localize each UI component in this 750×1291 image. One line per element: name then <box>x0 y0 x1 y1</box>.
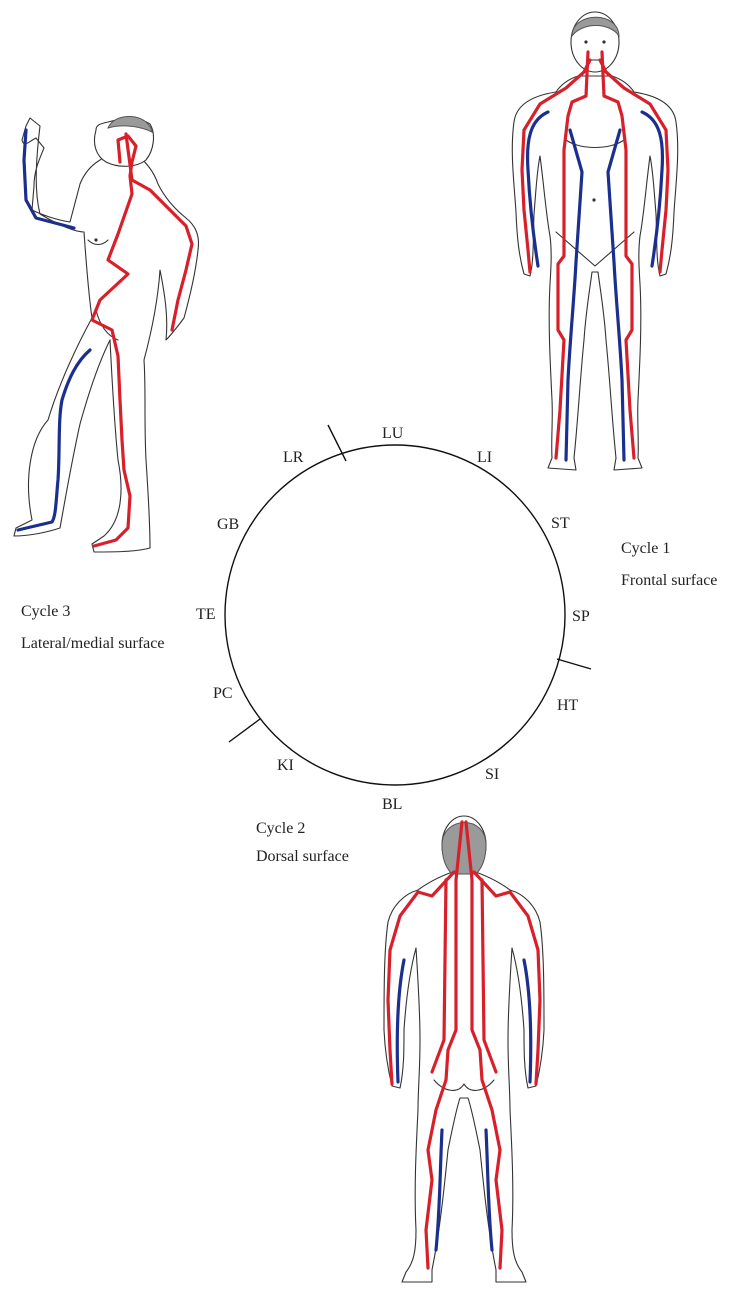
cycle-1-surface: Frontal surface <box>621 572 717 589</box>
frontal-eye-left <box>584 40 587 43</box>
frontal-body-outline <box>512 76 677 470</box>
cycle-3-surface: Lateral/medial surface <box>21 635 164 652</box>
meridian-label-li: LI <box>477 449 492 466</box>
divider-ki-pc <box>229 719 260 742</box>
meridian-label-ki: KI <box>277 757 294 774</box>
meridian-label-ht: HT <box>557 697 579 714</box>
cycle-1-caption: Cycle 1 Frontal surface <box>621 540 717 589</box>
cycle-circle <box>225 445 565 785</box>
dorsal-hair <box>442 822 486 874</box>
cycle-1-title: Cycle 1 <box>621 540 670 557</box>
lateral-body-figure <box>14 116 199 552</box>
meridian-label-pc: PC <box>213 685 233 702</box>
frontal-body-figure <box>512 12 677 470</box>
dorsal-body-outline <box>384 870 544 1282</box>
meridian-label-te: TE <box>196 606 216 623</box>
cycle-2-title: Cycle 2 <box>256 820 305 837</box>
meridian-label-lu: LU <box>382 425 404 442</box>
meridian-label-st: ST <box>551 515 570 532</box>
meridian-label-bl: BL <box>382 796 402 813</box>
lateral-nipple <box>94 238 97 241</box>
cycle-3-title: Cycle 3 <box>21 603 70 620</box>
meridian-label-si: SI <box>485 766 499 783</box>
cycle-wheel: LU LI ST SP HT SI BL KI PC TE GB LR <box>196 425 591 813</box>
cycle-3-caption: Cycle 3 Lateral/medial surface <box>21 603 164 652</box>
meridian-label-gb: GB <box>217 516 239 533</box>
cycle-2-caption: Cycle 2 Dorsal surface <box>256 820 349 865</box>
meridian-label-lr: LR <box>283 449 304 466</box>
meridian-label-sp: SP <box>572 608 590 625</box>
divider-sp-ht <box>557 659 591 669</box>
cycle-2-surface: Dorsal surface <box>256 848 349 865</box>
frontal-navel <box>592 198 595 201</box>
dorsal-body-figure <box>384 816 544 1282</box>
lateral-body-outline <box>14 118 199 552</box>
lateral-pericardium-meridian <box>24 130 74 228</box>
frontal-eye-right <box>602 40 605 43</box>
